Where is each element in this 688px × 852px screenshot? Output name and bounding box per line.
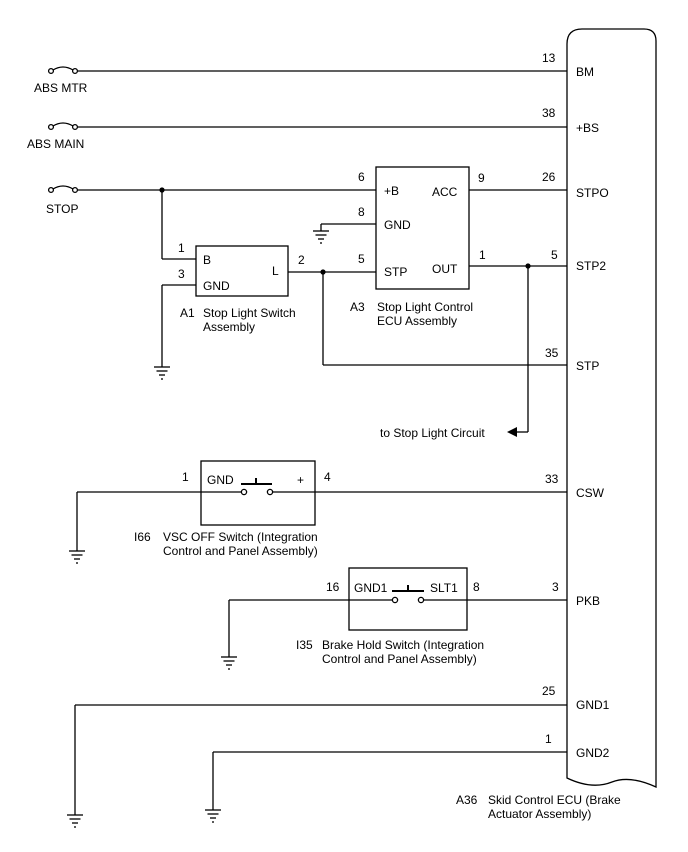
a3-pin-num-gnd: 8 bbox=[358, 205, 365, 219]
a3-pin-num-acc: 9 bbox=[478, 171, 485, 185]
a36-name-line1: Skid Control ECU (Brake bbox=[488, 793, 621, 807]
a3-pin-label-out: OUT bbox=[432, 262, 458, 276]
a1-pin-label-b: B bbox=[203, 253, 211, 267]
i35-name-line2: Control and Panel Assembly) bbox=[322, 652, 477, 666]
i35-pin-num-gnd1: 16 bbox=[326, 580, 340, 594]
arrow-left-icon bbox=[507, 427, 517, 437]
pin-label-gnd2: GND2 bbox=[576, 746, 610, 760]
a1-name-line2: Assembly bbox=[203, 320, 255, 334]
a3-code: A3 bbox=[350, 300, 365, 314]
pin-num-bm: 13 bbox=[542, 51, 556, 65]
pin-label-bm: BM bbox=[576, 65, 594, 79]
i66-box bbox=[200, 460, 316, 526]
i35-pin-label-gnd1: GND1 bbox=[354, 581, 388, 595]
pin-num-pkb: 3 bbox=[552, 580, 559, 594]
ground-icon bbox=[221, 656, 237, 670]
fuse-abs-main-label: ABS MAIN bbox=[27, 137, 84, 151]
pin-num-stpo: 26 bbox=[542, 170, 556, 184]
i35-name-line1: Brake Hold Switch (Integration bbox=[322, 638, 484, 652]
a1-pin-num-gnd: 3 bbox=[178, 267, 185, 281]
i66-pin-num-plus: 4 bbox=[324, 470, 331, 484]
pin-label-stp2: STP2 bbox=[576, 259, 606, 273]
a1-name-line1: Stop Light Switch bbox=[203, 306, 296, 320]
a1-box bbox=[195, 245, 289, 297]
pin-num-bs: 38 bbox=[542, 106, 556, 120]
a1-pin-num-l: 2 bbox=[298, 253, 305, 267]
pin-label-bs: +BS bbox=[576, 121, 599, 135]
a1-code: A1 bbox=[180, 306, 195, 320]
pin-label-stp: STP bbox=[576, 359, 599, 373]
a3-box bbox=[375, 166, 470, 290]
i66-name-line1: VSC OFF Switch (Integration bbox=[163, 530, 318, 544]
a3-pin-label-stp: STP bbox=[384, 265, 407, 279]
i66-code: I66 bbox=[134, 530, 151, 544]
a1-pin-label-l: L bbox=[272, 264, 279, 278]
a3-pin-num-b: 6 bbox=[358, 170, 365, 184]
i66-name-line2: Control and Panel Assembly) bbox=[163, 544, 318, 558]
ground-icon bbox=[154, 366, 170, 380]
a1-pin-num-b: 1 bbox=[178, 241, 185, 255]
pin-label-gnd1: GND1 bbox=[576, 698, 610, 712]
i66-pin-label-gnd: GND bbox=[207, 473, 234, 487]
pin-num-gnd1: 25 bbox=[542, 684, 556, 698]
a3-pin-num-out: 1 bbox=[479, 248, 486, 262]
pin-label-stpo: STPO bbox=[576, 186, 609, 200]
ecu-a36-outline bbox=[566, 28, 657, 789]
i35-box bbox=[348, 567, 468, 631]
i66-pin-num-gnd: 1 bbox=[182, 470, 189, 484]
a36-name-line2: Actuator Assembly) bbox=[488, 807, 591, 821]
a3-name-line1: Stop Light Control bbox=[377, 300, 473, 314]
fuse-abs-mtr bbox=[47, 66, 79, 75]
fuse-abs-main bbox=[47, 122, 79, 131]
pin-num-csw: 33 bbox=[545, 472, 559, 486]
ground-icon bbox=[69, 550, 85, 564]
fuse-abs-mtr-label: ABS MTR bbox=[34, 81, 88, 95]
stop-light-circuit-label: to Stop Light Circuit bbox=[380, 426, 485, 440]
a3-pin-num-stp: 5 bbox=[358, 252, 365, 266]
fuse-stop bbox=[47, 185, 79, 194]
a3-pin-label-b: +B bbox=[384, 184, 399, 198]
i35-pin-num-slt1: 8 bbox=[473, 580, 480, 594]
pin-label-pkb: PKB bbox=[576, 594, 600, 608]
ground-icon bbox=[313, 230, 329, 244]
a36-code: A36 bbox=[456, 793, 478, 807]
pin-num-stp: 35 bbox=[545, 346, 559, 360]
i35-pin-label-slt1: SLT1 bbox=[430, 581, 458, 595]
a3-pin-label-gnd: GND bbox=[384, 218, 411, 232]
pin-num-stp2: 5 bbox=[551, 248, 558, 262]
fuse-stop-label: STOP bbox=[46, 202, 78, 216]
a3-pin-label-acc: ACC bbox=[432, 185, 458, 199]
switch-icon bbox=[391, 585, 425, 604]
ground-icon bbox=[67, 814, 83, 828]
a1-pin-label-gnd: GND bbox=[203, 279, 230, 293]
pin-label-csw: CSW bbox=[576, 486, 605, 500]
i66-pin-label-plus: + bbox=[297, 473, 304, 487]
i35-code: I35 bbox=[296, 638, 313, 652]
pin-num-gnd2: 1 bbox=[545, 732, 552, 746]
a3-name-line2: ECU Assembly bbox=[377, 314, 457, 328]
ground-icon bbox=[205, 809, 221, 823]
